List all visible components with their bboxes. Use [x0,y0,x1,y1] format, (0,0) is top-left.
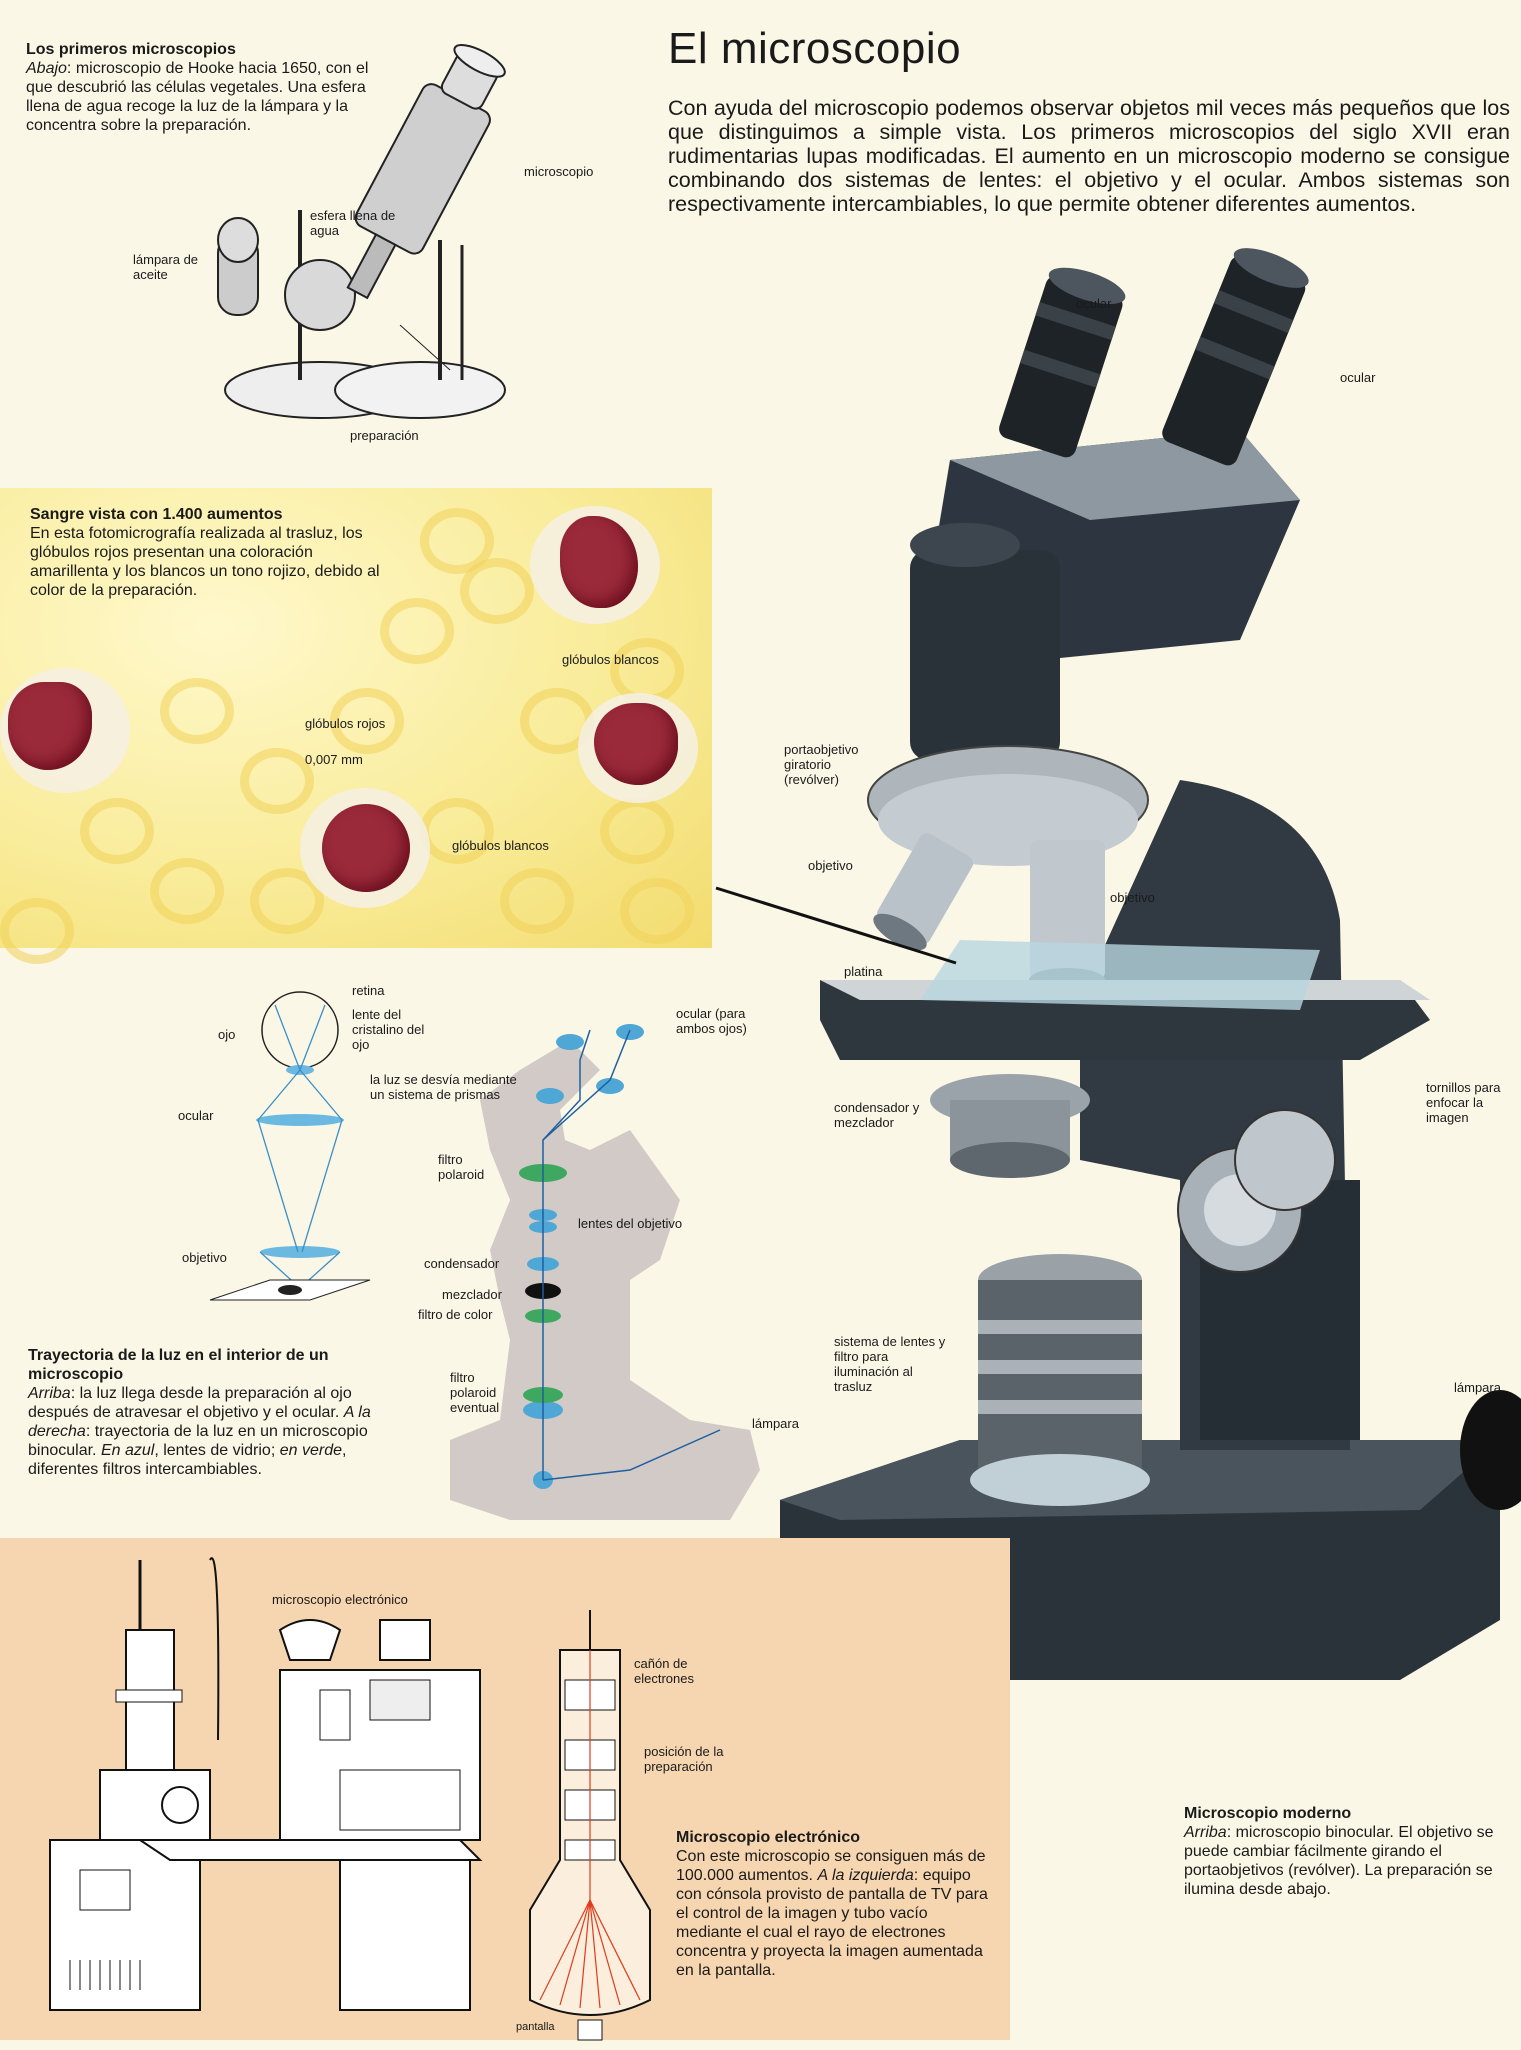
binocular-label-lentes-objetivo: lentes del objetivo [578,1216,683,1231]
blood-caption: Sangre vista con 1.400 aumentos En esta f… [30,505,385,600]
modern-label-sistema: sistema de lentes y filtro para iluminac… [834,1334,946,1394]
modern-caption-lead: Arriba [1184,1824,1227,1841]
hooke-caption-lead: Abajo [26,60,67,77]
binocular-label-filtro-color: filtro de color [418,1307,493,1322]
modern-label-ocular-2: ocular [1340,370,1376,385]
light-path-body-3: , lentes de vidrio; [154,1442,280,1459]
electron-label-canon: cañón de electrones [634,1656,694,1686]
blood-label-rojos: glóbulos rojos [305,716,386,731]
blood-label-blancos-1: glóbulos blancos [562,652,659,667]
modern-caption-title: Microscopio moderno [1184,1805,1352,1822]
hooke-label-preparacion: preparación [350,428,419,443]
light-path-body-1: : la luz llega desde la preparación al o… [28,1385,352,1421]
binocular-label-lampara: lámpara [752,1416,799,1431]
page-title: El microscopio [668,24,962,73]
binocular-label-mezclador: mezclador [442,1287,502,1302]
binocular-label-ocular: ocular (para ambos ojos) [676,1006,747,1036]
modern-label-tornillos: tornillos para enfocar la imagen [1426,1080,1501,1125]
light-path-body-2: : trayectoria de la luz en un microscopi… [28,1423,368,1459]
hooke-caption-title: Los primeros microscopios [26,41,236,58]
electron-label-posicion: posición de la preparación [644,1744,724,1774]
blood-micrograph [0,488,712,964]
hooke-label-lampara: lámpara de aceite [133,252,199,282]
electron-label-pantalla: pantalla [516,2021,555,2033]
intro-paragraph: Con ayuda del microscopio podemos observ… [668,96,1510,216]
light-path-lead-1: Arriba [28,1385,71,1402]
light-path-caption-title: Trayectoria de la luz en el interior de … [28,1347,329,1383]
electron-microscope-console [49,1557,483,2011]
blood-caption-body: En esta fotomicrografía realizada al tra… [30,525,380,599]
hooke-caption-body: : microscopio de Hooke hacia 1650, con e… [26,60,369,134]
path-label-ojo: ojo [218,1027,236,1042]
binocular-label-filtro-eventual: filtro polaroid eventual [450,1370,500,1415]
binocular-path-diagram [450,1024,760,1520]
light-path-lead-2: A la derecha [28,1404,371,1440]
light-path-diagram [209,991,371,1301]
blood-label-blancos-2: glóbulos blancos [452,838,549,853]
modern-label-ocular-1: ocular [1076,296,1112,311]
electron-tube-diagram [529,1610,651,2041]
binocular-label-condensador: condensador [424,1256,500,1271]
electron-label-microscopio: microscopio electrónico [272,1592,408,1607]
electron-caption-body-1: Con este microscopio se consiguen más de… [676,1848,986,1884]
electron-caption-lead: A la izquierda [817,1867,914,1884]
binocular-label-prismas: la luz se desvía mediante un sistema de … [370,1072,517,1102]
light-path-caption: Trayectoria de la luz en el interior de … [28,1346,378,1479]
electron-caption-body-2: : equipo con cónsola provisto de pantall… [676,1867,988,1979]
modern-microscope-illustration [780,248,1521,1680]
modern-label-portaobjetivo: portaobjetivo giratorio (revólver) [784,742,859,787]
path-label-retina: retina [352,983,385,998]
modern-label-objetivo-1: objetivo [808,858,853,873]
blood-caption-title: Sangre vista con 1.400 aumentos [30,506,283,523]
light-path-lead-4: en verde [279,1442,342,1459]
pointer-line [715,886,957,965]
hooke-label-microscopio: microscopio [524,164,594,179]
path-label-objetivo: objetivo [182,1250,227,1265]
modern-caption-body: : microscopio binocular. El objetivo se … [1184,1824,1494,1898]
path-label-ocular: ocular [178,1108,214,1123]
modern-label-lampara: lámpara [1454,1380,1501,1395]
modern-label-objetivo-2: objetivo [1110,890,1155,905]
path-label-lente: lente del cristalino del ojo [352,1007,425,1052]
light-path-body-4: , diferentes filtros intercambiables. [28,1442,347,1478]
light-path-lead-3: En azul [100,1442,155,1459]
hooke-label-esfera: esfera llena de agua [310,208,396,238]
hooke-microscope-illustration [217,44,506,419]
modern-label-condensador: condensador y mezclador [834,1100,920,1130]
blood-label-scale: 0,007 mm [305,752,363,767]
binocular-label-filtro-polaroid: filtro polaroid [438,1152,485,1182]
electron-caption-title: Microscopio electrónico [676,1829,861,1846]
modern-label-platina: platina [844,964,883,979]
